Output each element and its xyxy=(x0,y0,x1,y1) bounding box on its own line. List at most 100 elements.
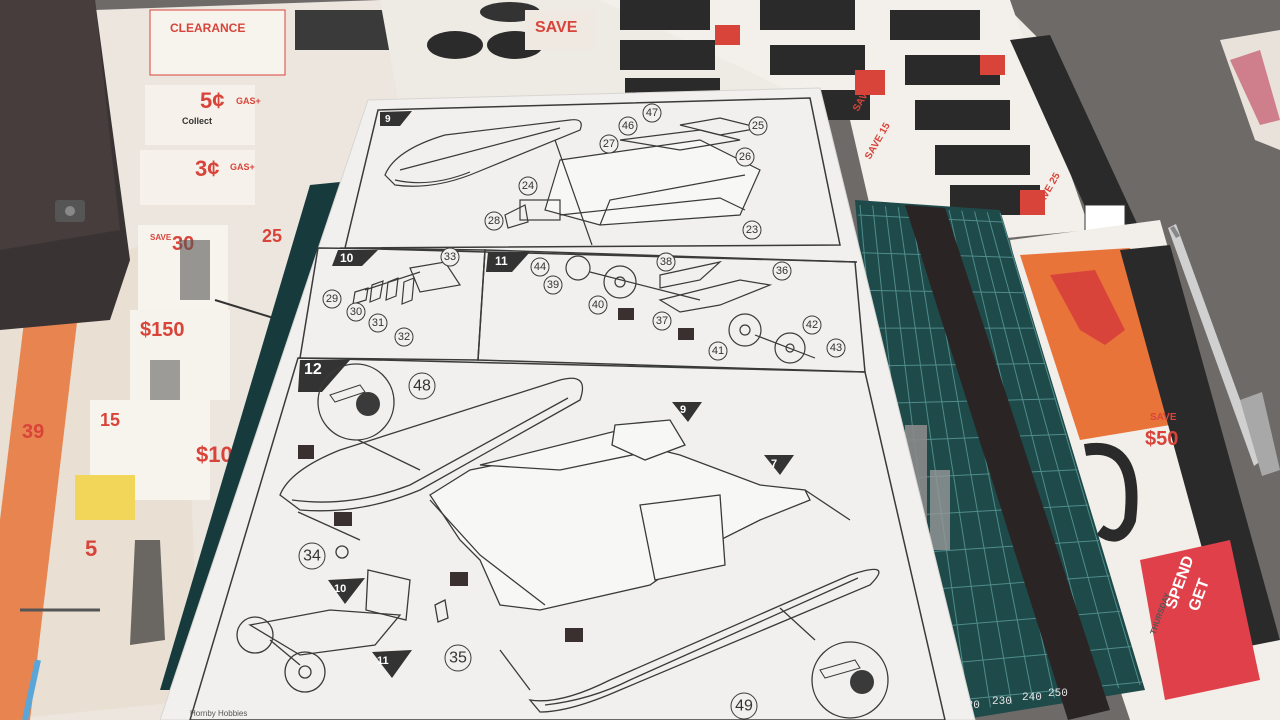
part-number-23: 23 xyxy=(746,224,758,236)
step-11-marker-1 xyxy=(618,308,634,320)
part-callout-circle xyxy=(322,289,342,309)
step-11-marker-2 xyxy=(678,328,694,340)
ruler-250: 250 xyxy=(1048,688,1068,700)
mat-grid-line xyxy=(986,212,1120,689)
step-10-drawing xyxy=(352,261,461,305)
part-callout-circle xyxy=(735,147,755,167)
step-11-drawing xyxy=(565,255,816,364)
part-number-47: 47 xyxy=(646,107,658,119)
ref-9-number: 9 xyxy=(680,404,686,416)
part-number-31: 31 xyxy=(372,317,384,329)
part-callout-circle xyxy=(599,134,619,154)
ref-10-flag xyxy=(328,578,365,604)
save-25: 25 xyxy=(262,226,282,246)
step-12-drawing xyxy=(236,363,889,719)
part-callout-circle xyxy=(588,295,608,315)
part-callout-circle xyxy=(748,116,768,136)
part-number-44: 44 xyxy=(534,261,546,273)
ref-11-number: 11 xyxy=(377,655,389,667)
step-9-drawing xyxy=(384,117,761,246)
part-callout-circle xyxy=(652,311,672,331)
part-callout-circle xyxy=(518,176,538,196)
part-number-42: 42 xyxy=(806,319,818,331)
hobby-knife xyxy=(1168,224,1280,476)
ruler-240: 240 xyxy=(1022,692,1042,704)
part-number-24: 24 xyxy=(522,180,534,192)
part-callout-circle xyxy=(802,315,822,335)
step-9-flag xyxy=(380,111,412,126)
kit-box xyxy=(0,0,130,330)
ruler-230: 230 xyxy=(992,696,1012,708)
part-number-25: 25 xyxy=(752,120,764,132)
part-callout-circle xyxy=(642,103,662,123)
save-50: $50 xyxy=(1145,428,1178,450)
part-callout-circle xyxy=(484,211,504,231)
gas-3-cents: 3¢ xyxy=(195,156,219,181)
gas-5-cents: 5¢ xyxy=(200,88,224,113)
part-number-28: 28 xyxy=(488,215,500,227)
part-callout-circle xyxy=(530,257,550,277)
part-callout-circle xyxy=(543,275,563,295)
part-number-46: 46 xyxy=(622,120,634,132)
part-callout-circle xyxy=(618,116,638,136)
right-flyer: SAVE $50 SPEND GET THURSDAY xyxy=(1010,30,1280,720)
step-10-flag xyxy=(332,250,378,266)
step-9-callouts: 47 46 25 27 26 24 28 23 xyxy=(484,103,768,240)
part-callout-circle xyxy=(772,261,792,281)
part-callout-circle xyxy=(742,220,762,240)
step-11-number: 11 xyxy=(495,254,508,268)
save-label-right: SAVE xyxy=(1150,412,1177,423)
step-11-flag xyxy=(486,252,530,272)
ref-7-number: 7 xyxy=(771,458,777,470)
part-callout-circle xyxy=(368,313,388,333)
part-number-27: 27 xyxy=(603,138,615,150)
ref-7-flag xyxy=(764,455,794,475)
clearance-label: CLEARANCE xyxy=(170,21,245,35)
part-callout-circle xyxy=(730,692,758,720)
part-number-49: 49 xyxy=(735,698,753,715)
part-number-39: 39 xyxy=(547,279,559,291)
part-number-32: 32 xyxy=(398,331,410,343)
part-callout-circle xyxy=(444,644,472,672)
instruction-sheet: 9 10 11 12 47 46 25 27 26 24 28 23 xyxy=(159,87,976,720)
part-number-29: 29 xyxy=(326,293,338,305)
mat-grid-line xyxy=(999,212,1141,686)
part-number-41: 41 xyxy=(712,345,724,357)
save-5: 5 xyxy=(85,536,97,561)
part-callout-circle xyxy=(346,302,366,322)
part-callout-circle xyxy=(298,542,326,570)
tire-sale-mark: SAVE xyxy=(535,19,578,36)
blue-tool xyxy=(22,659,41,720)
part-number-36: 36 xyxy=(776,265,788,277)
step-12-number: 12 xyxy=(304,361,322,378)
ref-10-number: 10 xyxy=(334,583,346,595)
dark-mat-edge xyxy=(160,182,340,690)
save-label-1: SAVE xyxy=(150,233,172,242)
part-number-26: 26 xyxy=(739,151,751,163)
save-15: 15 xyxy=(100,410,120,430)
step-12-flag xyxy=(298,360,350,392)
part-number-43: 43 xyxy=(830,342,842,354)
detail-insets xyxy=(329,384,874,694)
gas-label-2: GAS+ xyxy=(230,162,255,172)
part-callout-circle xyxy=(408,372,436,400)
part-number-40: 40 xyxy=(592,299,604,311)
part-callout-circle xyxy=(440,247,460,267)
part-number-37: 37 xyxy=(656,315,668,327)
step-10-number: 10 xyxy=(340,251,354,265)
part-number-38: 38 xyxy=(660,256,672,268)
part-callout-circle xyxy=(826,338,846,358)
step-12-markers xyxy=(298,445,583,642)
part-number-30: 30 xyxy=(350,306,362,318)
part-callout-circle xyxy=(708,341,728,361)
part-number-35: 35 xyxy=(449,650,467,667)
ref-11-flag xyxy=(372,650,412,678)
part-number-48: 48 xyxy=(413,378,431,395)
sheet-footer: Hornby Hobbies xyxy=(190,709,247,718)
step-9-number: 9 xyxy=(385,114,391,125)
